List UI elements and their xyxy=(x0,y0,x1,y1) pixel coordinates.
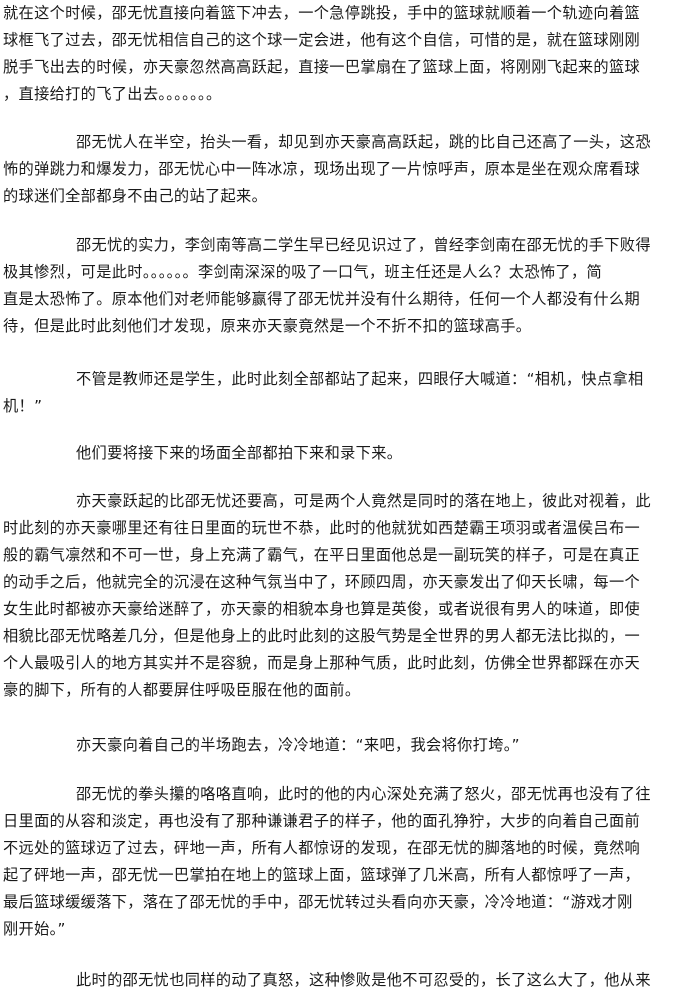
text-line: 机！” xyxy=(3,397,43,415)
text-line: 豪的脚下，所有的人都要屏住呼吸臣服在他的面前。 xyxy=(3,681,361,699)
text-line: 他们要将接下来的场面全部都拍下来和录下来。 xyxy=(76,444,403,462)
text-line: 球框飞了过去，邵无忧相信自己的这个球一定会进，他有这个自信，可惜的是，就在篮球刚… xyxy=(3,31,641,49)
text-line: 女生此时都被亦天豪给迷醉了，亦天豪的相貌本身也算是英俊，或者说很有男人的味道，即… xyxy=(3,600,641,618)
text-line: 的动手之后，他就完全的沉浸在这种气氛当中了，环顾四周，亦天豪发出了仰天长啸，每一… xyxy=(3,573,641,591)
text-line: 时此刻的亦天豪哪里还有往日里面的玩世不恭，此时的他就犹如西楚霸王项羽或者温侯吕布… xyxy=(3,519,641,537)
text-line: 不远处的篮球迈了过去，砰地一声，所有人都惊讶的发现，在邵无忧的脚落地的时候，竟然… xyxy=(3,839,641,857)
text-line: 邵无忧的拳头攥的咯咯直响，此时的他的内心深处充满了怒火，邵无忧再也没有了往 xyxy=(76,785,651,803)
text-line: 亦天豪向着自己的半场跑去，冷冷地道：“来吧，我会将你打垮。” xyxy=(76,736,520,754)
text-line: 怖的弹跳力和爆发力，邵无忧心中一阵冰凉，现场出现了一片惊呼声，原本是坐在观众席看… xyxy=(3,160,641,178)
text-line: 日里面的从容和淡定，再也没有了那种谦谦君子的样子，他的面孔狰狞，大步的向着自己面… xyxy=(3,812,641,830)
text-line: 亦天豪跃起的比邵无忧还要高，可是两个人竟然是同时的落在地上，彼此对视着，此 xyxy=(76,492,651,510)
text-line: 直是太恐怖了。原本他们对老师能够赢得了邵无忧并没有什么期待，任何一个人都没有什么… xyxy=(3,290,641,308)
text-line: 般的霸气凛然和不可一世，身上充满了霸气，在平日里面他总是一副玩笑的样子，可是在真… xyxy=(3,546,641,564)
text-line: 待，但是此时此刻他们才发现，原来亦天豪竟然是一个不折不扣的篮球高手。 xyxy=(3,317,532,335)
text-line: 起了砰地一声，邵无忧一巴掌拍在地上的篮球上面，篮球弹了几米高，所有人都惊呼了一声… xyxy=(3,866,641,884)
text-line: 邵无忧的实力，李剑南等高二学生早已经见识过了，曾经李剑南在邵无忧的手下败得 xyxy=(76,236,651,254)
text-line: 个人最吸引人的地方其实并不是容貌，而是身上那种气质，此时此刻，仿佛全世界都踩在亦… xyxy=(3,654,641,672)
text-line: 不管是教师还是学生，此时此刻全部都站了起来，四眼仔大喊道：“相机，快点拿相 xyxy=(76,370,644,388)
text-line: 脱手飞出去的时候，亦天豪忽然高高跃起，直接一巴掌扇在了篮球上面，将刚刚飞起来的篮… xyxy=(3,58,641,76)
text-line: 此时的邵无忧也同样的动了真怒，这种惨败是他不可忍受的，长了这么大了，他从来 xyxy=(76,971,651,989)
text-line: 刚开始。” xyxy=(3,920,66,938)
text-line: 的球迷们全部都身不由己的站了起来。 xyxy=(3,187,268,205)
text-line: 邵无忧人在半空，抬头一看，却见到亦天豪高高跃起，跳的比自己还高了一头，这恐 xyxy=(76,133,651,151)
text-line: 就在这个时候，邵无忧直接向着篮下冲去，一个急停跳投，手中的篮球就顺着一个轨迹向着… xyxy=(3,4,641,22)
text-line: 相貌比邵无忧略差几分，但是他身上的此时此刻的这股气势是全世界的男人都无法比拟的，… xyxy=(3,627,641,645)
text-line: 最后篮球缓缓落下，落在了邵无忧的手中，邵无忧转过头看向亦天豪，冷冷地道：“游戏才… xyxy=(3,893,633,911)
text-line: 极其惨烈，可是此时。。。。。。李剑南深深的吸了一口气，班主任还是人么？太恐怖了，… xyxy=(3,263,603,281)
text-line: ，直接给打的飞了出去。。。。。。。 xyxy=(3,85,222,103)
